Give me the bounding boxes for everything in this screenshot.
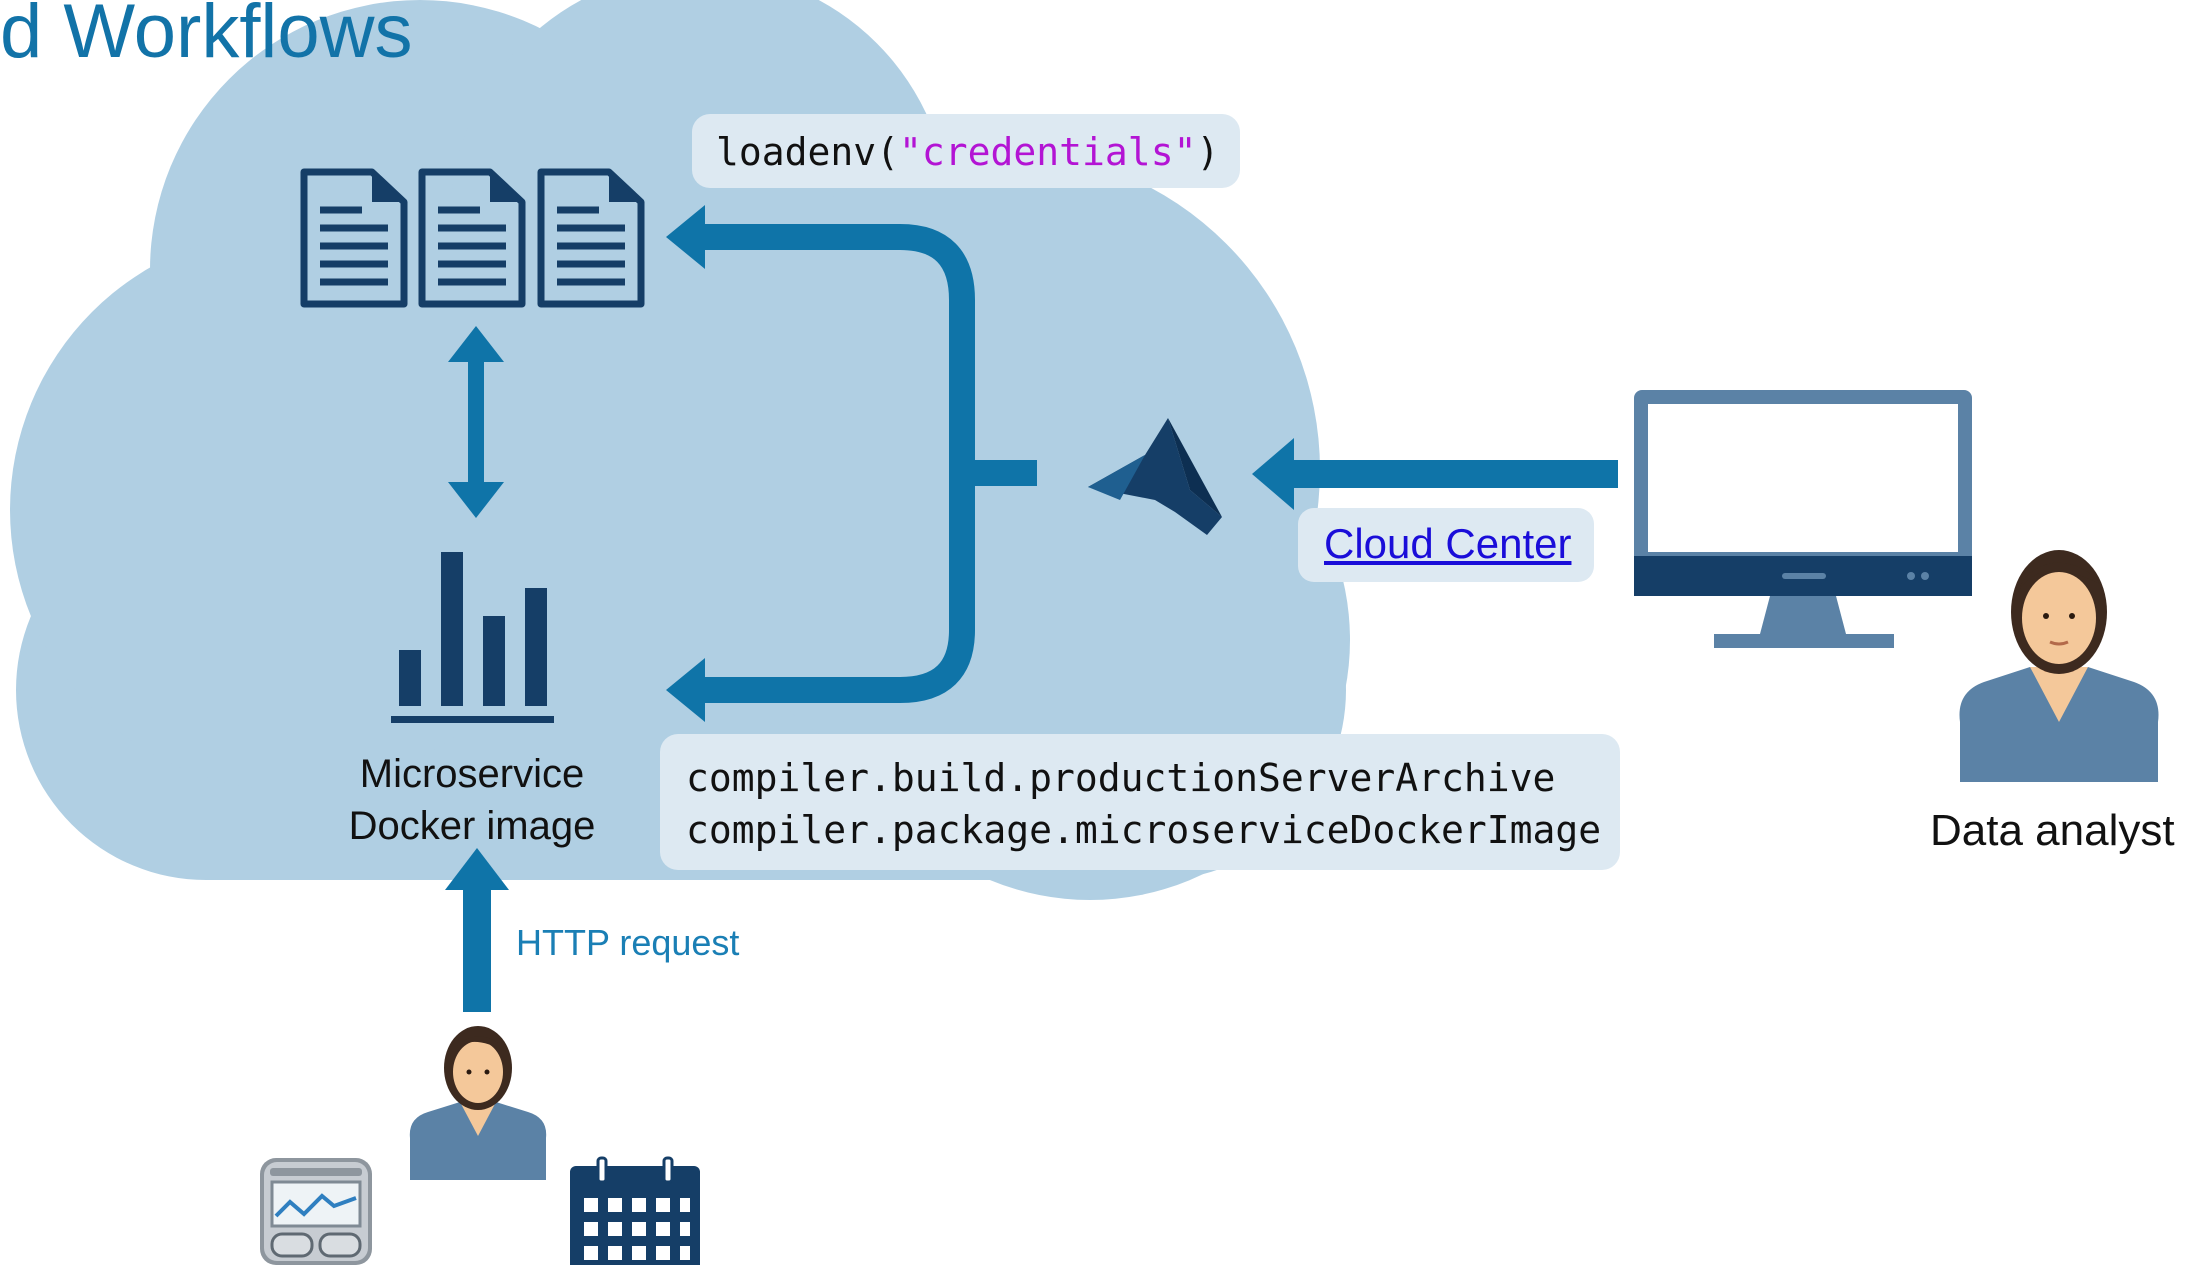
document-icon: [300, 168, 408, 308]
bracket-arrow: [666, 205, 1037, 722]
cloud-center-link[interactable]: Cloud Center: [1324, 520, 1572, 567]
compiler-code-line-2: compiler.package.microserviceDockerImage: [686, 808, 1602, 852]
compiler-code-line-1: compiler.build.productionServerArchive: [686, 756, 1556, 800]
code-string: "credentials": [899, 130, 1197, 174]
double-arrow-vertical: [448, 326, 504, 518]
code-fn: loadenv(: [716, 130, 900, 174]
cloud-center-box: [1298, 508, 1594, 582]
person-icon: [409, 1026, 547, 1180]
microservice-label-line-1: Microservice: [359, 752, 585, 796]
arrow-up-http: [445, 848, 509, 1012]
matlab-logo-icon: [1088, 418, 1222, 535]
loadenv-code: loadenv("credentials"): [716, 126, 1219, 178]
compiler-code-box: [660, 734, 1620, 870]
microservice-label-line-2: Docker image: [348, 804, 596, 848]
bar-chart-icon: [391, 552, 554, 723]
arrow-left-horizontal: [1252, 438, 1618, 510]
http-request-label: HTTP request: [516, 922, 740, 963]
documents-group: [300, 168, 645, 308]
page-title: d Workflows: [0, 0, 413, 74]
document-icon: [418, 168, 526, 308]
data-analyst-label: Data analyst: [1930, 806, 2175, 855]
person-icon: [1959, 550, 2159, 782]
calendar-icon: [570, 1156, 700, 1265]
code-close: ): [1196, 130, 1220, 174]
dashboard-app-icon: [260, 1158, 372, 1265]
document-icon: [537, 168, 645, 308]
loadenv-code-box: [692, 114, 1240, 188]
monitor-icon: [1634, 390, 1972, 648]
